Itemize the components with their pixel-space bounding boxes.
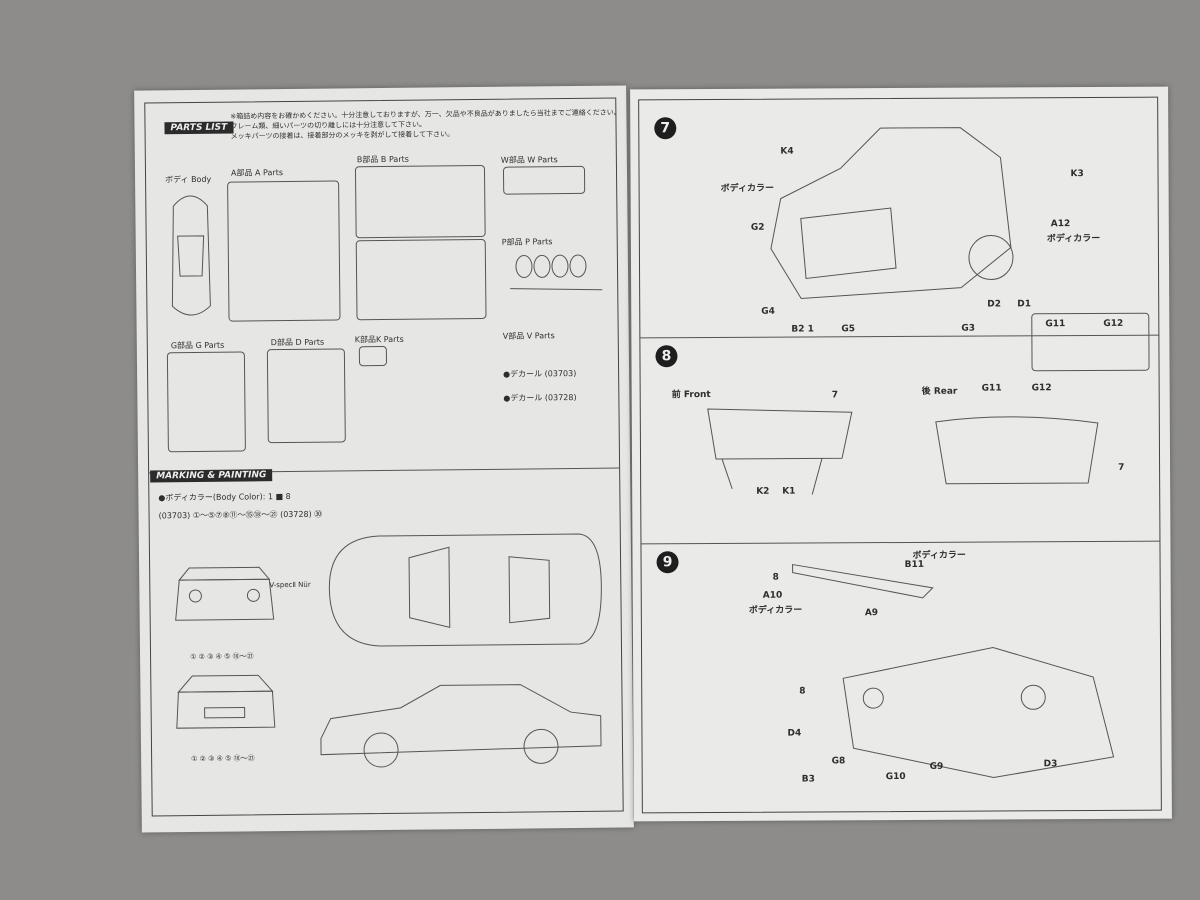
label-d1: D1: [1017, 299, 1031, 310]
label-g12: G12: [1103, 318, 1124, 329]
b-parts-sprue-2: [355, 238, 487, 321]
g-parts-label: G部品 G Parts: [170, 340, 225, 351]
label-g8: G8: [831, 756, 846, 767]
car-front-view: [176, 674, 276, 729]
label-g11: G11: [981, 383, 1002, 394]
label-a9: A9: [864, 608, 879, 619]
body-illustration: [171, 195, 211, 316]
label-b3: B3: [801, 774, 815, 785]
car-side-view: [320, 684, 602, 768]
p-parts-tires: [510, 254, 603, 291]
label-g11: G11: [1045, 319, 1066, 330]
left-manual-page: PARTS LIST ※箱詰め内容をお確かめください。十分注意しておりますが、万…: [134, 85, 634, 833]
w-parts-label: W部品 W Parts: [500, 155, 558, 165]
d-parts-label: D部品 D Parts: [270, 337, 325, 348]
g-parts-sprue: [166, 351, 246, 453]
step-7-car-illustration: [770, 127, 1014, 300]
marking-title: MARKING & PAINTING: [150, 469, 273, 483]
label-step8-ref: 8: [799, 686, 806, 697]
label-k4: K4: [780, 146, 794, 157]
label-a12: A12: [1050, 219, 1071, 230]
step-7-number: 7: [654, 117, 677, 140]
label-g9: G9: [929, 761, 944, 772]
label-d3: D3: [1043, 759, 1058, 770]
label-d2: D2: [987, 299, 1001, 310]
b-parts-label: B部品 B Parts: [356, 154, 409, 165]
label-step7-ref-rear: 7: [1118, 462, 1125, 473]
vspec-logo: V-specⅡ Nür: [269, 580, 311, 590]
label-a10: A10: [762, 590, 783, 601]
label-b11: B11: [904, 559, 924, 570]
a-parts-label: A部品 A Parts: [230, 168, 284, 178]
v-parts-label: V部品 V Parts: [502, 331, 555, 341]
w-parts-sprue: [502, 165, 586, 195]
rear-decal-sequence: ① ② ③ ④ ⑤ ⑱〜㉑: [190, 652, 254, 662]
rear-bumper-illustration: [935, 416, 1099, 485]
front-decal-sequence: ① ② ③ ④ ⑤ ⑱〜㉑: [191, 754, 255, 764]
d-parts-sprue: [266, 348, 346, 444]
label-g10: G10: [885, 771, 906, 783]
label-g3: G3: [961, 323, 976, 334]
step-8-number: 8: [655, 345, 678, 368]
decal-1: ●デカール (03703): [503, 368, 577, 379]
body-color: ●ボディカラー(Body Color): 1 ■ 8: [158, 491, 291, 503]
label-k1: K1: [782, 486, 796, 497]
car-rear-view: [175, 566, 275, 621]
decal-numbers: (03703) ①〜⑤⑦⑧⑪〜⑮⑱〜㉑ (03728) ㉚: [158, 509, 323, 521]
label-g12: G12: [1031, 383, 1052, 394]
label-d4: D4: [787, 728, 802, 739]
label-a12-body-color: ボディカラー: [1046, 233, 1101, 245]
label-g5: G5: [841, 324, 856, 335]
label-g4: G4: [761, 306, 775, 317]
label-rear: 後 Rear: [921, 386, 958, 397]
car-top-view: [328, 533, 602, 647]
label-k2: K2: [756, 486, 770, 497]
body-label: ボディ Body: [165, 174, 212, 185]
label-k3: K3: [1070, 169, 1084, 180]
right-manual-page: 7 K4 ボディカラー G2 G4 B2 1 G5 G3 D2 D1 K3 A1…: [630, 86, 1172, 822]
k-parts-label: K部品K Parts: [354, 334, 404, 345]
decal-2: ●デカール (03728): [503, 392, 577, 403]
label-color-8: 8: [772, 572, 779, 583]
label-b2: B2 1: [791, 324, 814, 335]
a-parts-sprue: [227, 180, 341, 322]
k-parts-sprue: [358, 345, 388, 367]
label-g2: G2: [750, 222, 765, 233]
label-step7-ref: 7: [831, 390, 838, 401]
b-parts-sprue-1: [354, 164, 486, 239]
parts-list-title: PARTS LIST: [164, 121, 234, 135]
front-bumper-illustration: [707, 408, 853, 495]
step-9-car-illustration: [792, 563, 1115, 779]
step-9-number: 9: [656, 551, 679, 574]
label-a10-body-color: ボディカラー: [748, 605, 803, 616]
label-body-color: ボディカラー: [720, 183, 775, 194]
